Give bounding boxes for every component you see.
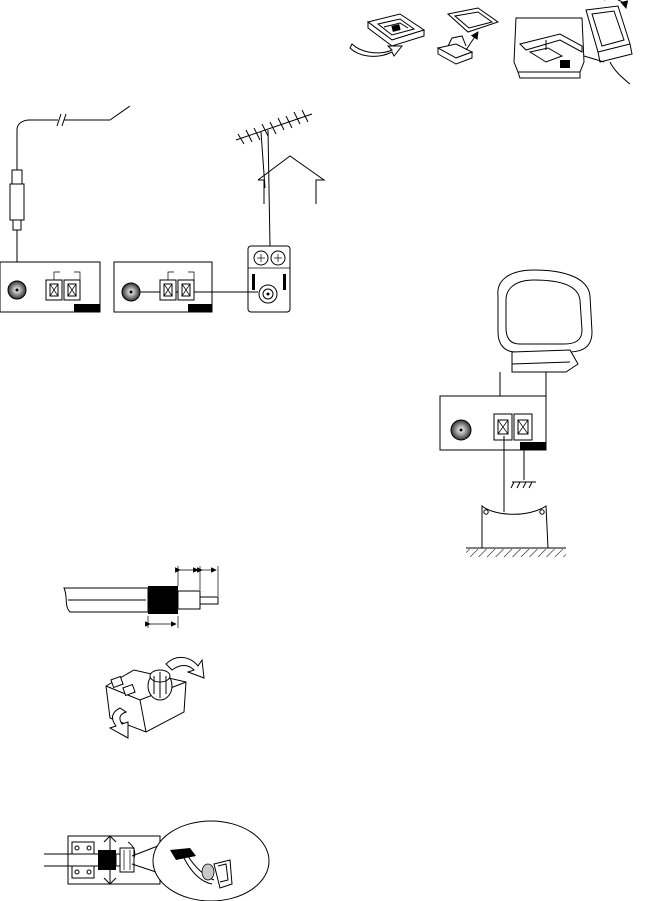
coaxial-cable-stripping-figure: [63, 566, 219, 628]
connector-cover-removal-figure: [105, 657, 205, 739]
fm-outdoor-antenna-figure: [113, 109, 326, 313]
fm-wire-antenna-icon: [9, 105, 131, 262]
terminal-panel-1: [0, 261, 101, 313]
connector-cap-icon: [105, 657, 205, 739]
terminal-panel-3: [439, 395, 547, 451]
magnified-detail-icon: [152, 820, 270, 901]
am-loop-antenna-icon: [497, 269, 593, 398]
fm-indoor-antenna-figure: [0, 105, 131, 313]
am-loop-antenna-figure: [439, 269, 593, 557]
terminal-panel-2: [113, 261, 258, 313]
ground-stake-icon: [466, 436, 566, 557]
loop-antenna-assembly-icon: [349, 0, 633, 85]
am-terminal-block: [159, 271, 195, 301]
assembly-step-1: [349, 13, 426, 57]
matching-transformer: [247, 245, 291, 313]
am-terminal-block: [45, 271, 81, 301]
connector-clamp-icon: [44, 835, 169, 885]
connector-wiring-detail-figure: [44, 820, 270, 901]
ground-wire: [510, 450, 536, 489]
assembly-step-3: [513, 0, 633, 85]
loop-antenna-assembly-figure: [349, 0, 633, 85]
assembly-step-2: [436, 7, 500, 65]
rooftop-antenna-icon: [235, 109, 326, 247]
am-terminal-block: [493, 413, 533, 441]
coaxial-cable-icon: [63, 566, 219, 628]
